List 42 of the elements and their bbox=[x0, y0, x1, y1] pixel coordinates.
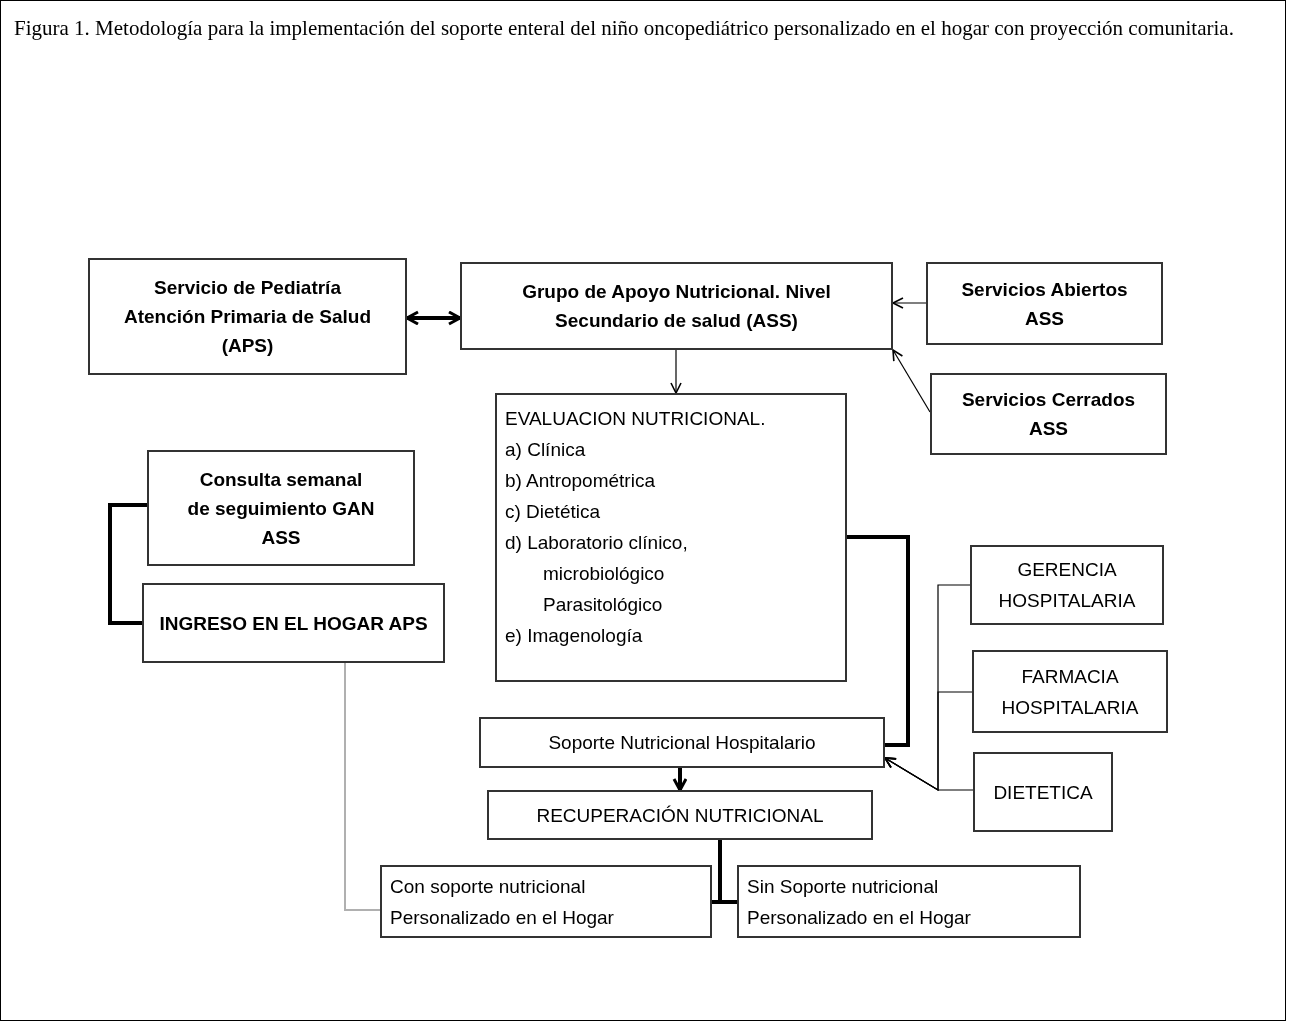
process-box bbox=[737, 865, 1081, 938]
arrow bbox=[884, 757, 974, 791]
process-box bbox=[972, 650, 1168, 733]
arrow bbox=[892, 297, 927, 309]
box-label: Sin Soporte nutricional Personalizado en el Hogar bbox=[747, 874, 972, 930]
connector-line bbox=[847, 535, 910, 747]
process-box bbox=[973, 752, 1113, 832]
box-heading: EVALUACION NUTRICIONAL. bbox=[505, 407, 766, 431]
process-box bbox=[970, 545, 1164, 625]
process-box bbox=[926, 262, 1163, 345]
connector-line bbox=[718, 840, 737, 904]
arrow bbox=[672, 768, 688, 792]
list-item: b) Antropométrica bbox=[505, 469, 656, 493]
process-box bbox=[380, 865, 712, 938]
process-box bbox=[88, 258, 407, 375]
process-box bbox=[142, 583, 445, 663]
box-label: RECUPERACIÓN NUTRICIONAL bbox=[536, 803, 824, 828]
process-box bbox=[479, 717, 885, 768]
process-box bbox=[147, 450, 415, 566]
arrow bbox=[892, 349, 931, 413]
box-label: FARMACIA HOSPITALARIA bbox=[1000, 664, 1140, 720]
process-box bbox=[460, 262, 893, 350]
evaluation-box bbox=[495, 393, 847, 682]
box-label: Con soporte nutricional Personalizado en el Hogar bbox=[390, 874, 615, 930]
box-label: Soporte Nutricional Hospitalario bbox=[548, 731, 816, 755]
box-label: Consulta semanal de seguimiento GAN ASS bbox=[186, 467, 376, 550]
box-label: DIETETICA bbox=[993, 780, 1093, 805]
box-label: Servicios Abiertos ASS bbox=[960, 277, 1129, 331]
list-item: c) Dietética bbox=[505, 500, 602, 524]
box-label: Grupo de Apoyo Nutricional. Nivel Secundario de salud (ASS) bbox=[521, 280, 832, 333]
process-box bbox=[930, 373, 1167, 455]
connector-line bbox=[108, 503, 147, 625]
box-label: Servicios Cerrados ASS bbox=[960, 388, 1137, 441]
arrow bbox=[670, 349, 682, 394]
process-box bbox=[487, 790, 873, 840]
box-label: Servicio de Pediatría Atención Primaria de Salud (APS) bbox=[122, 276, 373, 358]
list-item: a) Clínica bbox=[505, 438, 587, 462]
box-label: GERENCIA HOSPITALARIA bbox=[997, 558, 1137, 613]
list-item: e) Imagenología bbox=[505, 624, 644, 648]
box-label: INGRESO EN EL HOGAR APS bbox=[159, 611, 428, 636]
figure-title: Figura 1. Metodología para la implementación del soporte enteral del niño oncopediátrico personalizado en el hogar con proyección comunitaria. bbox=[14, 15, 1235, 42]
connector-line bbox=[344, 662, 381, 911]
